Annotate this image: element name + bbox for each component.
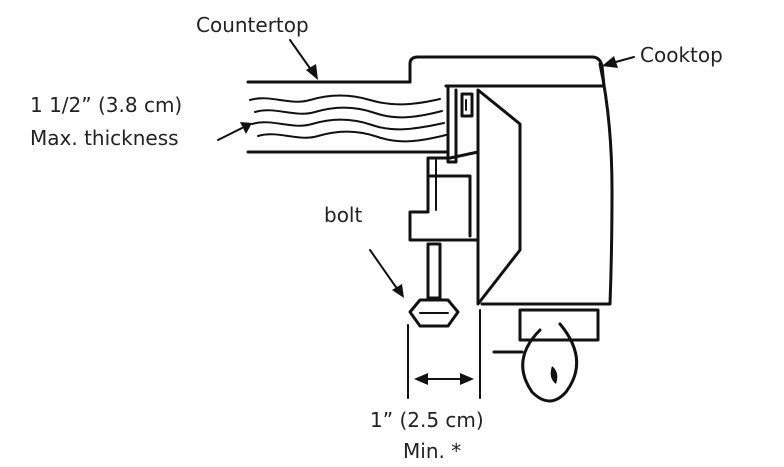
control-knob bbox=[492, 308, 600, 403]
bolt-arrow bbox=[369, 249, 404, 298]
bolt-label: bolt bbox=[324, 203, 362, 227]
mounting-bracket bbox=[408, 150, 480, 242]
clearance-label-line2: Min. * bbox=[403, 439, 461, 463]
cooktop-label: Cooktop bbox=[640, 43, 723, 67]
thickness-label-line1: 1 1/2” (3.8 cm) bbox=[30, 93, 182, 117]
clearance-dimension bbox=[407, 309, 481, 399]
thickness-label-line2: Max. thickness bbox=[30, 126, 179, 150]
countertop-label: Countertop bbox=[196, 13, 309, 37]
countertop-arrow bbox=[289, 39, 318, 80]
thickness-arrow bbox=[217, 122, 252, 141]
cooktop-body bbox=[446, 62, 614, 306]
cooktop-arrow bbox=[602, 56, 635, 68]
countertop-slab bbox=[246, 80, 450, 154]
clearance-label-line1: 1” (2.5 cm) bbox=[370, 408, 484, 432]
cooktop-frame bbox=[408, 55, 606, 88]
bolt bbox=[408, 242, 460, 328]
